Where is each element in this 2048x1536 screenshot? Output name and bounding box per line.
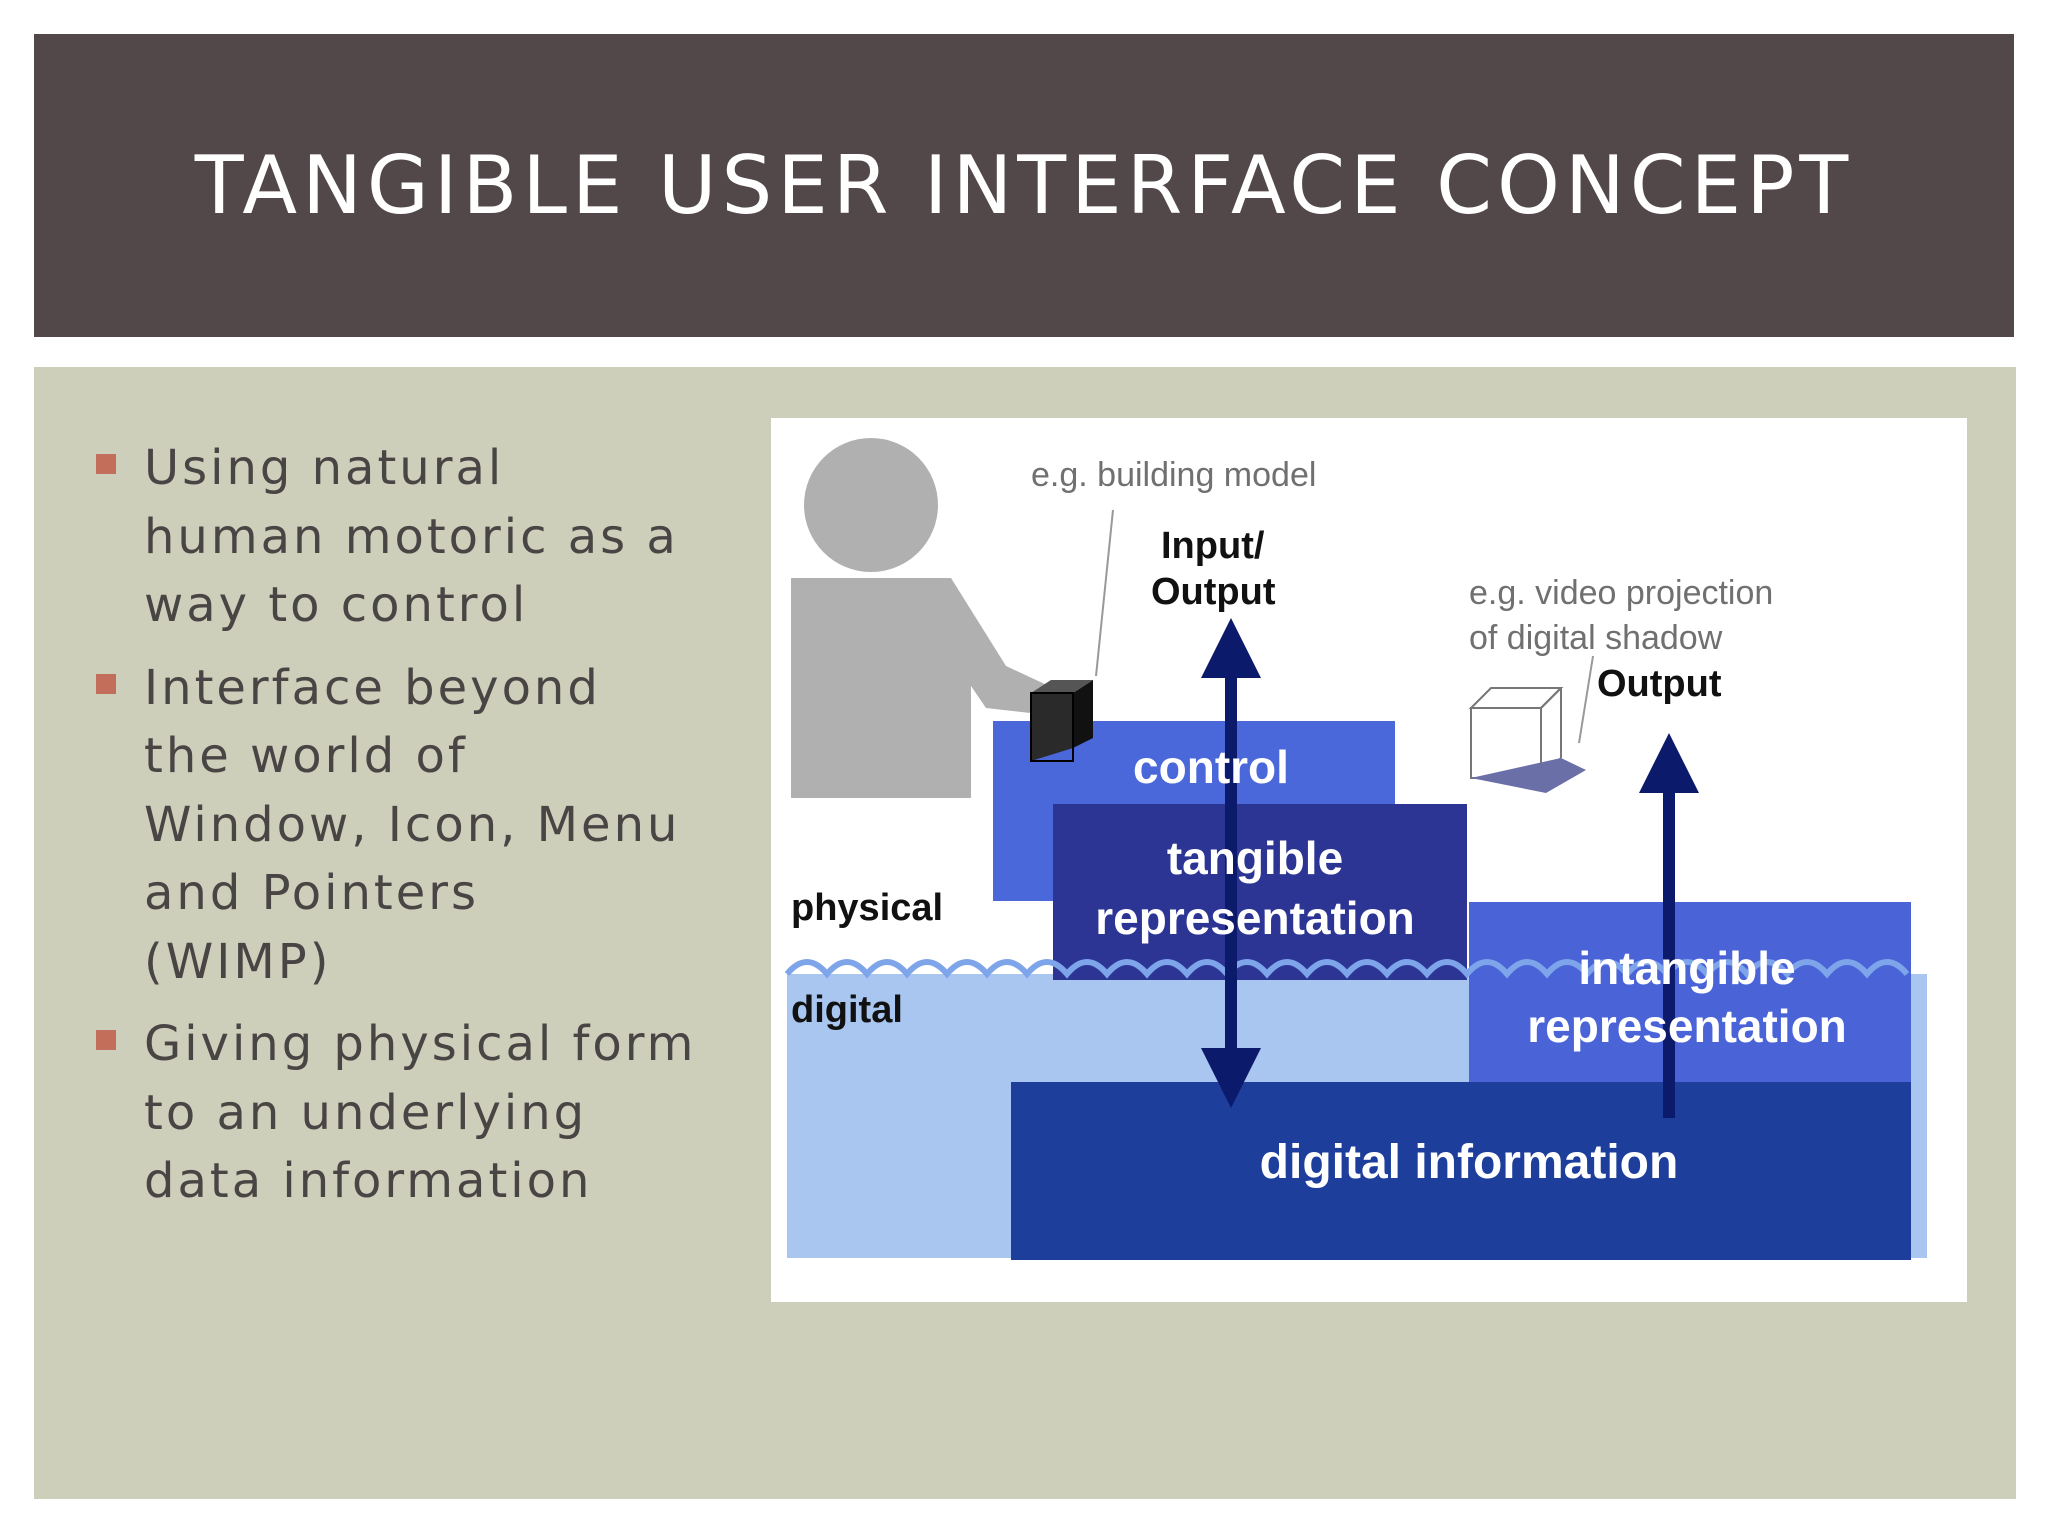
video-projection-label-line1: e.g. video projection bbox=[1469, 574, 1773, 612]
control-label: control bbox=[1133, 741, 1289, 793]
bullet-square-icon bbox=[96, 673, 116, 694]
building-model-cube-icon bbox=[1030, 680, 1093, 762]
intangible-representation-block bbox=[1469, 902, 1911, 1102]
digital-label: digital bbox=[791, 989, 903, 1031]
bullet-item: Interface beyond the world of Window, Ic… bbox=[96, 654, 736, 997]
bullet-line: human motoric as a bbox=[144, 508, 679, 565]
input-output-label-line1: Input/ bbox=[1161, 525, 1265, 567]
intangible-label-line1: intangible bbox=[1578, 942, 1795, 994]
slide-title: TANGIBLE USER INTERFACE CONCEPT bbox=[194, 138, 1854, 232]
bullet-item: Using natural human motoric as a way to … bbox=[96, 434, 736, 640]
tui-diagram-image: e.g. building model Input/ Output e.g. v… bbox=[771, 418, 1967, 1302]
bullet-line: Using natural bbox=[144, 440, 505, 496]
bullet-line: (WIMP) bbox=[144, 933, 332, 990]
bullet-line: way to control bbox=[144, 577, 529, 633]
slide-title-bar: TANGIBLE USER INTERFACE CONCEPT bbox=[34, 34, 2014, 337]
bullet-line: Window, Icon, Menu bbox=[144, 796, 681, 853]
physical-digital-wave bbox=[784, 959, 1910, 979]
person-silhouette-icon bbox=[791, 438, 1049, 798]
bullet-square-icon bbox=[96, 454, 116, 474]
digital-shadow-cube-icon bbox=[1468, 687, 1586, 793]
digital-information-block bbox=[1011, 1082, 1911, 1260]
intangible-label-line2: representation bbox=[1527, 1000, 1847, 1052]
bullet-item: Giving physical form to an underlying da… bbox=[96, 1010, 736, 1216]
building-model-pointer bbox=[1095, 509, 1114, 677]
video-projection-pointer bbox=[1578, 655, 1594, 744]
bullet-square-icon bbox=[96, 1030, 116, 1050]
bullet-line: data information bbox=[144, 1153, 593, 1209]
building-model-label: e.g. building model bbox=[1031, 456, 1316, 494]
tangible-label-line2: representation bbox=[1095, 892, 1415, 944]
bullet-line: the world of bbox=[144, 728, 468, 784]
digital-information-label: digital information bbox=[1260, 1136, 1679, 1189]
bullet-line: and Pointers bbox=[144, 865, 480, 921]
bullet-line: to an underlying bbox=[144, 1084, 588, 1141]
bullet-line: Interface beyond bbox=[144, 659, 601, 716]
bullet-list: Using natural human motoric as a way to … bbox=[96, 434, 736, 1230]
video-projection-label-line2: of digital shadow bbox=[1469, 619, 1723, 657]
input-output-label-line2: Output bbox=[1151, 571, 1276, 613]
bullet-line: Giving physical form bbox=[144, 1016, 697, 1072]
output-label: Output bbox=[1597, 663, 1722, 705]
tangible-label-line1: tangible bbox=[1167, 832, 1343, 884]
physical-label: physical bbox=[791, 887, 943, 929]
